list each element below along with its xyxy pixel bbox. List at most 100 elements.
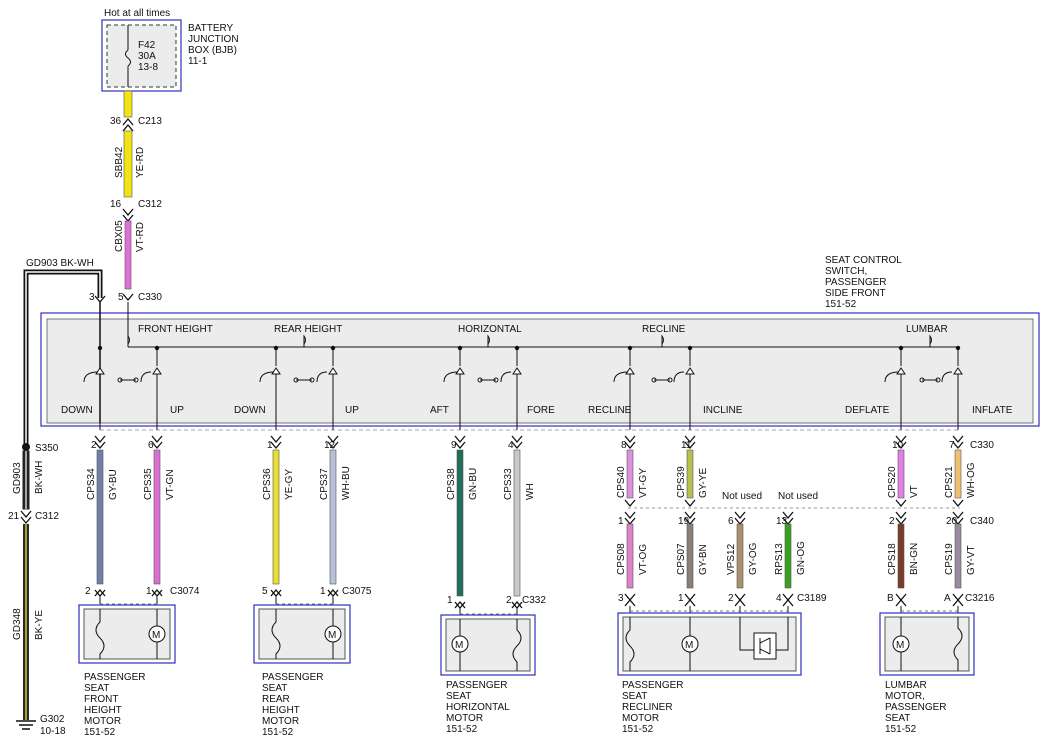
- bjb-title-2: JUNCTION: [188, 34, 239, 45]
- recliner-pin-top: 1: [618, 516, 624, 527]
- wire-circuit: CPS34: [86, 468, 97, 500]
- section-front-height: FRONT HEIGHT: [138, 324, 213, 335]
- switch-title-1: SEAT CONTROL: [825, 255, 902, 266]
- connector-symbol: [734, 511, 746, 520]
- motor-symbol: M: [685, 640, 693, 651]
- horizontal-motor-label-1: PASSENGER: [446, 680, 508, 691]
- connector-c330-top: C330: [138, 292, 162, 303]
- connector-symbol: [270, 588, 282, 597]
- horizontal-motor-label-4: MOTOR: [446, 713, 483, 724]
- wire-color: GN-BU: [468, 468, 479, 500]
- wire-color: GY-YE: [698, 467, 709, 498]
- connector-c330-bottom: C330: [970, 440, 994, 451]
- switch-contacts: [83, 334, 963, 430]
- connector-symbol: [624, 441, 636, 450]
- pin-36: 36: [110, 116, 122, 127]
- connector-symbol: [270, 435, 282, 444]
- connector-symbol: [94, 441, 106, 450]
- horizontal-motor-label-5: 151-52: [446, 724, 478, 735]
- wire-circuit: CPS38: [446, 468, 457, 500]
- pos-aft: AFT: [430, 405, 449, 416]
- connector-symbol: [511, 441, 523, 450]
- wire-color: VT-GN: [165, 469, 176, 500]
- connector-symbol: [952, 598, 964, 607]
- contact-arm: [673, 371, 685, 383]
- splice-s350: S350: [35, 443, 59, 454]
- feed-circuit: 36 C213 SBB42 YE-RD 16 C312 CBX05 VT-RD …: [89, 90, 162, 303]
- connector-symbol: [895, 598, 907, 607]
- fuse-number: F42: [138, 40, 156, 51]
- connector-c3075: C3075: [342, 586, 372, 597]
- front-motor-label-6: 151-52: [84, 727, 116, 738]
- pos-down-front: DOWN: [61, 405, 93, 416]
- junction-dot: [273, 345, 279, 351]
- connector-symbol: [684, 598, 696, 607]
- wire-pin-top: 7: [949, 440, 955, 451]
- connector-symbol: [952, 511, 964, 520]
- contact-bridge: [487, 334, 490, 347]
- contact-arm: [884, 371, 900, 383]
- lumbar-pin-bottom: B: [887, 593, 894, 604]
- wire-cps34: [96, 449, 104, 585]
- rear-motor-label-2: SEAT: [262, 683, 287, 694]
- switch-title-2: SWITCH,: [825, 266, 867, 277]
- wire-cps36: [272, 449, 280, 585]
- ground-ref: 10-18: [40, 726, 66, 737]
- connector-symbol: [684, 511, 696, 520]
- lumbar-pin-top: 2: [889, 516, 895, 527]
- connector-symbol: [624, 499, 636, 508]
- wire-pin-top: 9: [451, 440, 457, 451]
- connector-symbol: [511, 435, 523, 444]
- connector-symbol: [270, 441, 282, 450]
- front-motor-label-1: PASSENGER: [84, 672, 146, 683]
- horizontal-motor-label-3: HORIZONTAL: [446, 702, 510, 713]
- color-vt-rd: VT-RD: [135, 222, 146, 252]
- connector-symbol: [895, 511, 907, 520]
- rear-motor-label-4: HEIGHT: [262, 705, 300, 716]
- contact-bridge: [303, 334, 306, 347]
- recliner-circuit: CPS08: [616, 543, 627, 575]
- wire-circuit: CPS35: [143, 468, 154, 500]
- connector-symbol: [624, 598, 636, 607]
- lumbar-color: BN-GN: [909, 543, 920, 575]
- connector-symbol: [327, 441, 339, 450]
- connector-symbol: [151, 588, 163, 597]
- wire-pin-top: 10: [892, 440, 904, 451]
- color-bk-ye: BK-YE: [34, 610, 45, 640]
- wire-circuit: CPS21: [944, 466, 955, 498]
- wire-circuit: CPS20: [887, 466, 898, 498]
- lumbar-motor-label-4: SEAT: [885, 713, 910, 724]
- wire-cps20: [897, 449, 905, 499]
- contact-bridge: [661, 334, 664, 347]
- pin-21: 21: [8, 511, 20, 522]
- splice-dot: [22, 443, 30, 451]
- lumbar-motor-label-2: MOTOR,: [885, 691, 925, 702]
- wire-color: VT-GY: [638, 468, 649, 498]
- recliner-motor-label-5: 151-52: [622, 724, 654, 735]
- horizontal-motor-pin-b: 2: [506, 595, 512, 606]
- wire-cps33: [513, 449, 521, 597]
- connector-symbol: [454, 441, 466, 450]
- circuit-gd348: GD348: [12, 608, 23, 640]
- pos-recline: RECLINE: [588, 405, 632, 416]
- wire-color: WH-BU: [341, 466, 352, 500]
- connector-symbol: [94, 588, 106, 597]
- recliner-motor-label-2: SEAT: [622, 691, 647, 702]
- connector-symbol: [94, 435, 106, 444]
- wire-color: YE-GY: [284, 469, 295, 500]
- front-motor-label-5: MOTOR: [84, 716, 121, 727]
- pos-up-rear: UP: [345, 405, 359, 416]
- lumbar-motor-label-3: PASSENGER: [885, 702, 947, 713]
- wire-pin-top: 11: [681, 440, 692, 451]
- connector-symbol: [684, 441, 696, 450]
- connector-symbol: [624, 511, 636, 520]
- lumbar-color: GY-VT: [966, 545, 977, 575]
- pos-inflate: INFLATE: [972, 405, 1013, 416]
- recliner-color: GN-OG: [796, 541, 807, 575]
- pos-deflate: DEFLATE: [845, 405, 890, 416]
- connector-c340: C340: [970, 516, 994, 527]
